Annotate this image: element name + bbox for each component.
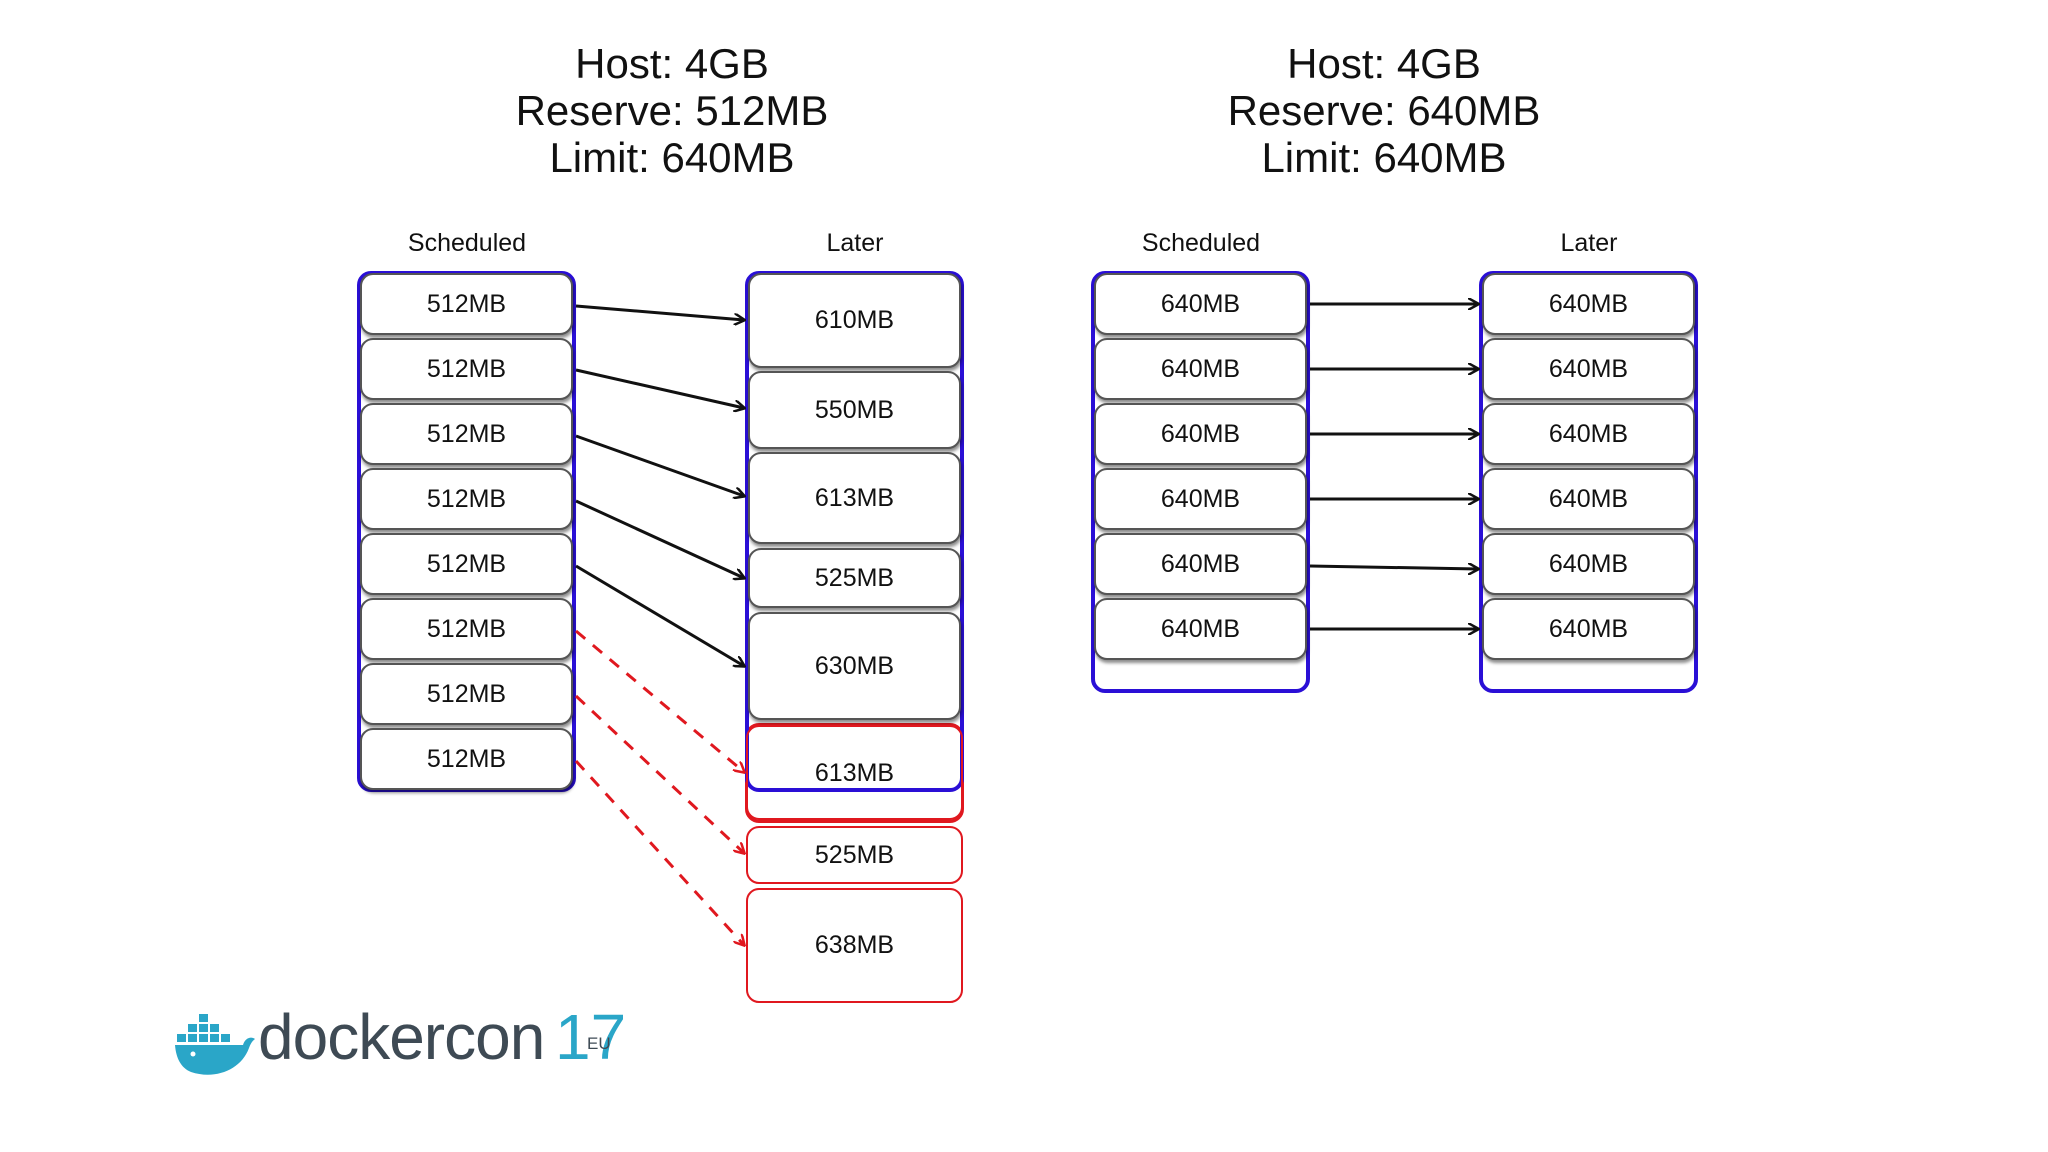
logo-number: 17 — [555, 1001, 627, 1073]
left-title: Host: 4GB Reserve: 512MB Limit: 640MB — [322, 40, 1022, 181]
right-later-box: 640MB — [1482, 468, 1695, 530]
logo-brand: dockercon — [258, 1001, 545, 1073]
right-scheduled-box: 640MB — [1094, 403, 1307, 465]
right-scheduled-box: 640MB — [1094, 273, 1307, 335]
right-later-label: Later — [1560, 229, 1618, 257]
right-title-limit: Limit: 640MB — [1261, 134, 1507, 181]
left-later-box-overflow: 525MB — [746, 826, 963, 884]
right-scheduled-label: Scheduled — [1141, 229, 1261, 257]
left-scheduled-box: 512MB — [360, 468, 573, 530]
left-later-box: 613MB — [748, 452, 961, 544]
left-scheduled-box: 512MB — [360, 338, 573, 400]
left-later-box: 610MB — [748, 273, 961, 368]
dashed-arrow — [575, 629, 744, 772]
left-title-limit: Limit: 640MB — [549, 134, 795, 181]
logo-region: EU — [587, 1034, 611, 1053]
arrow — [575, 499, 744, 578]
left-scheduled-box: 512MB — [360, 273, 573, 335]
left-later-label: Later — [826, 229, 884, 257]
dashed-arrow — [574, 759, 744, 945]
arrow — [1309, 566, 1478, 569]
dashed-arrow — [574, 694, 744, 853]
arrow — [575, 304, 744, 320]
right-title-reserve: Reserve: 640MB — [1227, 87, 1541, 134]
right-scheduled-box: 640MB — [1094, 598, 1307, 660]
right-title-host: Host: 4GB — [1287, 40, 1481, 87]
left-scheduled-label: Scheduled — [407, 229, 527, 257]
arrow — [575, 434, 744, 496]
right-later-box: 640MB — [1482, 533, 1695, 595]
left-later-box-overflow: 613MB — [746, 725, 963, 820]
left-scheduled-box: 512MB — [360, 403, 573, 465]
left-scheduled-box: 512MB — [360, 598, 573, 660]
docker-whale-icon — [175, 1014, 255, 1075]
right-later-box: 640MB — [1482, 338, 1695, 400]
left-scheduled-box: 512MB — [360, 728, 573, 790]
right-title: Host: 4GB Reserve: 640MB Limit: 640MB — [1034, 40, 1734, 181]
left-title-host: Host: 4GB — [575, 40, 769, 87]
left-title-reserve: Reserve: 512MB — [515, 87, 829, 134]
left-later-box-overflow: 638MB — [746, 888, 963, 1003]
arrow — [575, 368, 744, 408]
right-later-box: 640MB — [1482, 403, 1695, 465]
left-later-box: 525MB — [748, 548, 961, 608]
left-scheduled-box: 512MB — [360, 663, 573, 725]
left-scheduled-box: 512MB — [360, 533, 573, 595]
right-scheduled-box: 640MB — [1094, 338, 1307, 400]
left-later-box: 630MB — [748, 612, 961, 720]
right-later-box: 640MB — [1482, 273, 1695, 335]
left-later-box: 550MB — [748, 371, 961, 449]
arrow — [575, 564, 744, 666]
right-scheduled-box: 640MB — [1094, 468, 1307, 530]
right-later-box: 640MB — [1482, 598, 1695, 660]
right-scheduled-box: 640MB — [1094, 533, 1307, 595]
